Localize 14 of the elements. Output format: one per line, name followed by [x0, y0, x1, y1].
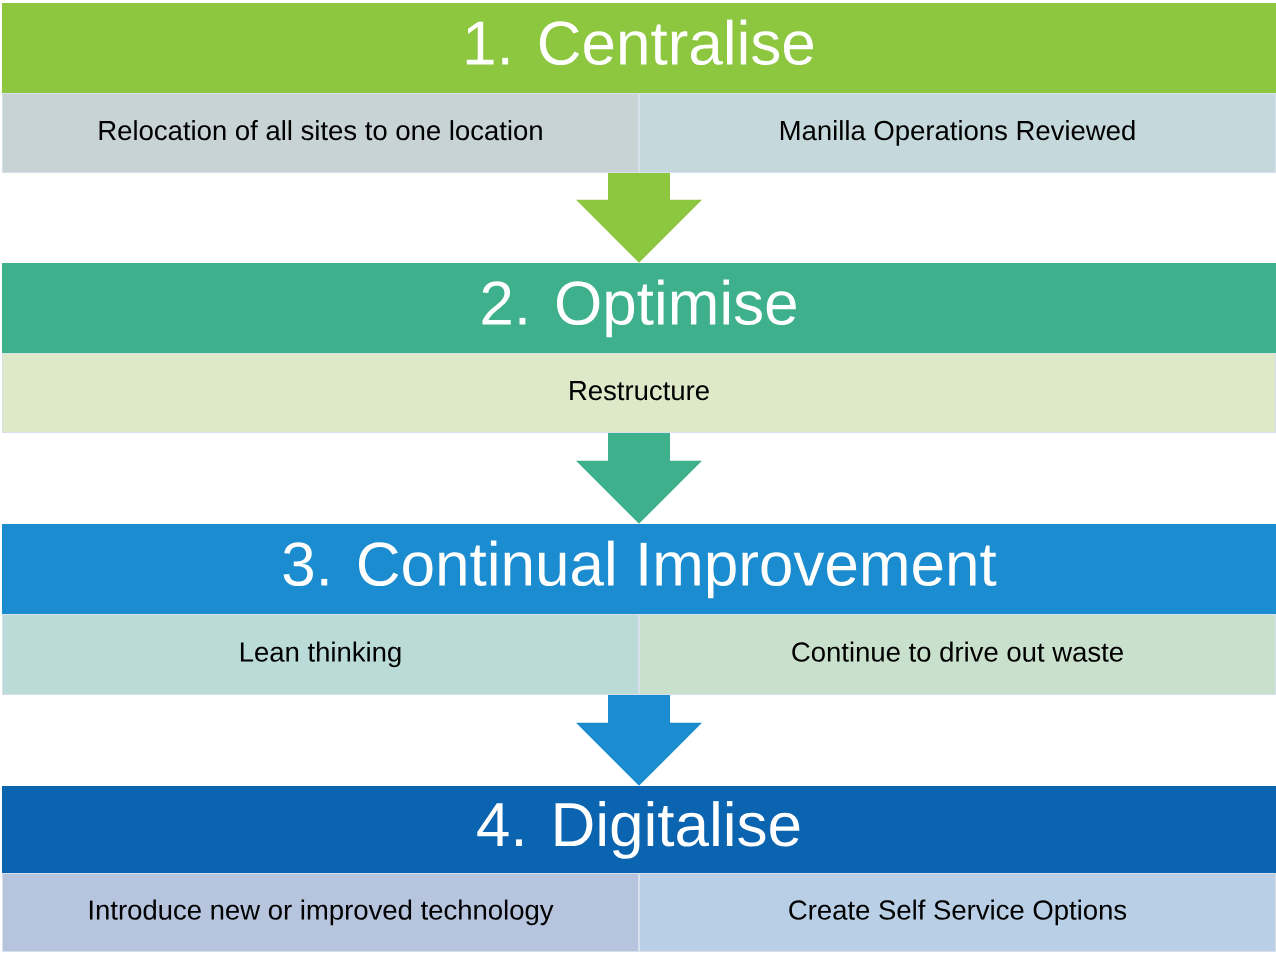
step-box: Relocation of all sites to one location — [2, 93, 639, 173]
stage-header: 2. Optimise — [2, 263, 1276, 353]
step-box: Manilla Operations Reviewed — [639, 93, 1276, 173]
block-arrow — [576, 695, 702, 786]
step-box: Lean thinking — [2, 614, 639, 695]
stage-header: 3. Continual Improvement — [2, 524, 1276, 614]
step-box: Introduce new or improved technology — [2, 873, 639, 952]
stage-header: 1. Centralise — [2, 3, 1276, 93]
block-arrow — [576, 433, 702, 524]
step-box: Restructure — [2, 353, 1276, 433]
block-arrow — [576, 173, 702, 263]
step-box: Create Self Service Options — [639, 873, 1276, 952]
step-box: Continue to drive out waste — [639, 614, 1276, 695]
stage-header: 4. Digitalise — [2, 786, 1276, 873]
